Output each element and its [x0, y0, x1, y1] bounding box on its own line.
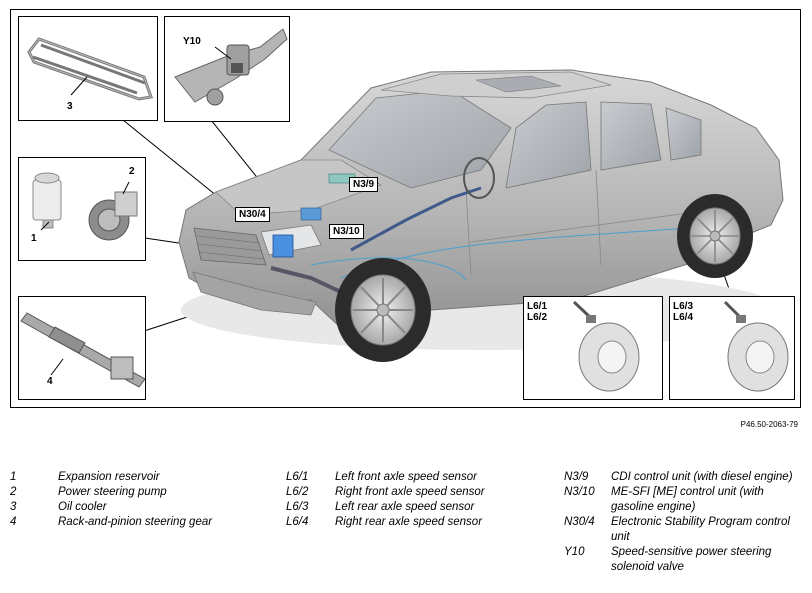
- label-y10: Y10: [183, 36, 201, 47]
- legend-code: Y10: [564, 546, 585, 558]
- legend-desc: Oil cooler: [58, 501, 107, 513]
- legend-item: 2 Power steering pump: [10, 485, 270, 500]
- label-1: 1: [31, 233, 37, 244]
- front-wheel: [335, 258, 431, 362]
- label-l6-4: L6/4: [673, 312, 694, 323]
- solenoid-illustration: [174, 28, 288, 106]
- legend-code: 1: [10, 471, 17, 483]
- oil-cooler-illustration: [27, 37, 154, 101]
- legend-desc: Right rear axle speed sensor: [335, 516, 483, 528]
- legend-desc: Electronic Stability Program control uni…: [611, 516, 790, 543]
- inset-oil-cooler: 3: [18, 16, 158, 121]
- figure-reference: P46.50-2063-79: [740, 420, 798, 429]
- legend-code: 2: [10, 486, 17, 498]
- inset-reservoir-pump: 1 2: [18, 157, 146, 261]
- inset-solenoid: Y10: [164, 16, 290, 122]
- callout-n3-10: N3/10: [329, 224, 364, 239]
- legend-item: L6/2 Right front axle speed sensor: [286, 485, 548, 500]
- legend-code: N3/9: [564, 471, 589, 483]
- legend-item: 3 Oil cooler: [10, 500, 270, 515]
- reservoir-pump-illustration: [32, 172, 138, 241]
- legend-item: N30/4 Electronic Stability Program contro…: [564, 515, 808, 545]
- legend-item: N3/9 CDI control unit (with diesel engine…: [564, 470, 808, 485]
- legend-col-3: N3/9 CDI control unit (with diesel engine…: [564, 470, 808, 575]
- label-l6-1: L6/1: [527, 301, 548, 312]
- legend-code: L6/3: [286, 501, 309, 513]
- inset-rear-sensor: L6/3 L6/4: [669, 296, 795, 400]
- legend-code: N3/10: [564, 486, 595, 498]
- inset-steering-gear: 4: [18, 296, 146, 400]
- legend-code: N30/4: [564, 516, 595, 528]
- legend-code: 4: [10, 516, 17, 528]
- label-l6-3: L6/3: [673, 301, 694, 312]
- legend-item: Y10 Speed-sensitive power steering soleno…: [564, 545, 808, 575]
- legend-desc: CDI control unit (with diesel engine): [611, 471, 793, 483]
- legend-item: L6/3 Left rear axle speed sensor: [286, 500, 548, 515]
- callout-n30-4: N30/4: [235, 207, 270, 222]
- legend-desc: Rack-and-pinion steering gear: [58, 516, 213, 528]
- callout-n3-9: N3/9: [349, 177, 379, 192]
- legend-desc: Power steering pump: [58, 486, 167, 498]
- inset-front-sensor: L6/1 L6/2: [523, 296, 663, 400]
- legend-desc: Left rear axle speed sensor: [335, 501, 475, 513]
- legend-item: 1 Expansion reservoir: [10, 470, 270, 485]
- legend-desc: Speed-sensitive power steering solenoid …: [611, 546, 772, 573]
- legend-item: L6/1 Left front axle speed sensor: [286, 470, 548, 485]
- rear-sensor-illustration: [723, 300, 789, 392]
- legend-item: N3/10 ME-SFI [ME] control unit (with gaso…: [564, 485, 808, 515]
- legend-code: L6/1: [286, 471, 309, 483]
- legend-item: L6/4 Right rear axle speed sensor: [286, 515, 548, 530]
- legend-item: 4 Rack-and-pinion steering gear: [10, 515, 270, 530]
- front-sensor-illustration: [572, 300, 640, 392]
- label-l6-2: L6/2: [527, 312, 548, 323]
- legend-code: L6/2: [286, 486, 309, 498]
- legend-desc: Right front axle speed sensor: [335, 486, 485, 498]
- legend-code: L6/4: [286, 516, 309, 528]
- steering-gear-illustration: [20, 312, 145, 388]
- legend-col-1: 1 Expansion reservoir 2 Power steering pum…: [10, 470, 270, 530]
- legend-code: 3: [10, 501, 17, 513]
- label-3: 3: [67, 101, 73, 112]
- legend-desc: ME-SFI [ME] control unit (with gasoline …: [611, 486, 764, 513]
- diagram-figure: 3 1 2 Y10: [10, 9, 801, 408]
- legend-desc: Left front axle speed sensor: [335, 471, 477, 483]
- legend-desc: Expansion reservoir: [58, 471, 160, 483]
- car-illustration: [122, 69, 784, 362]
- rear-wheel: [677, 194, 753, 278]
- label-4: 4: [47, 376, 53, 387]
- label-2: 2: [129, 166, 135, 177]
